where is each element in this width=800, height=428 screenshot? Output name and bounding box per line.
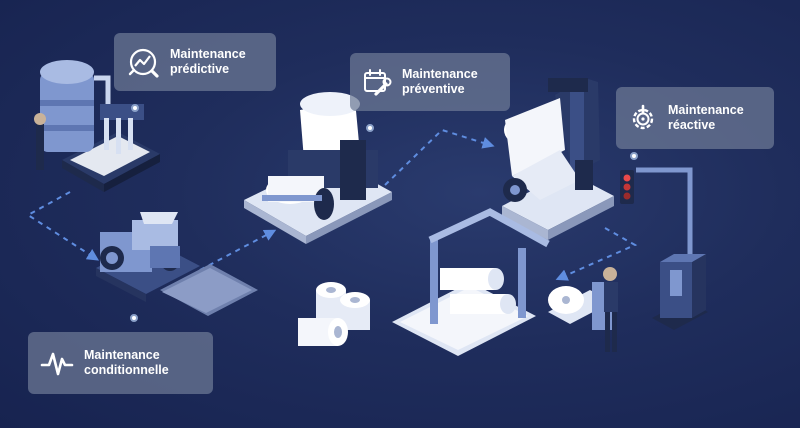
silo-machine bbox=[34, 60, 160, 192]
robot-arm-machine bbox=[502, 78, 614, 240]
roller-press-machine bbox=[244, 92, 392, 244]
label-conditional-line2: conditionnelle bbox=[84, 363, 169, 377]
label-conditional: Maintenance conditionnelle bbox=[28, 332, 213, 394]
label-preventive-line2: préventive bbox=[402, 82, 465, 96]
arrow-roller-to-robot bbox=[384, 128, 495, 186]
calendar-wrench-icon bbox=[364, 69, 392, 96]
label-preventive-line1: Maintenance bbox=[402, 67, 478, 81]
arrow-silo-to-crusher bbox=[26, 191, 100, 261]
label-conditional-line1: Maintenance bbox=[84, 348, 160, 362]
analytics-magnifier-icon bbox=[128, 48, 159, 78]
label-reactive-line1: Maintenance bbox=[668, 103, 744, 117]
label-preventive: Maintenance préventive bbox=[350, 53, 510, 111]
flow-arrows bbox=[26, 128, 638, 281]
production-line bbox=[392, 208, 618, 356]
pulse-wave-icon bbox=[40, 352, 74, 376]
gear-alert-icon bbox=[632, 104, 654, 130]
crusher-machine bbox=[96, 212, 258, 316]
paper-rolls bbox=[298, 282, 370, 346]
label-predictive: Maintenance prédictive bbox=[114, 33, 276, 91]
label-reactive: Maintenance réactive bbox=[616, 87, 774, 149]
connector-dot-reactive bbox=[630, 152, 638, 160]
arrow-crusher-to-roller bbox=[199, 229, 277, 271]
label-predictive-line1: Maintenance bbox=[170, 47, 246, 61]
label-reactive-line2: réactive bbox=[668, 118, 716, 132]
connector-dot-predictive bbox=[131, 104, 139, 112]
connector-dot-preventive bbox=[366, 124, 374, 132]
arrow-robot-to-line bbox=[555, 227, 638, 281]
label-predictive-line2: prédictive bbox=[170, 62, 230, 76]
signal-tower bbox=[620, 167, 708, 330]
connector-dot-conditional bbox=[130, 314, 138, 322]
